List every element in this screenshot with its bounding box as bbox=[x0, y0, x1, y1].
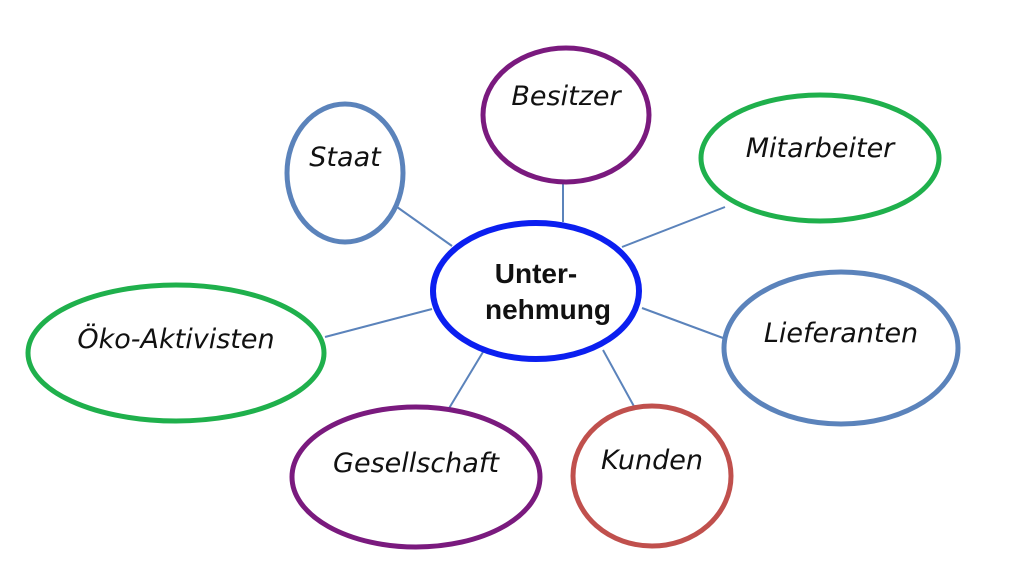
node-unternehmung: Unter- nehmung bbox=[430, 220, 642, 362]
node-lieferanten-label: Lieferanten bbox=[764, 318, 918, 349]
node-staat: Staat bbox=[284, 101, 406, 245]
node-mitarbeiter-label: Mitarbeiter bbox=[746, 133, 896, 164]
node-oeko-aktivisten: Öko-Aktivisten bbox=[25, 282, 327, 424]
node-staat-label: Staat bbox=[309, 142, 382, 173]
node-kunden-label: Kunden bbox=[601, 445, 703, 476]
connector-kunden bbox=[602, 349, 637, 411]
node-oeko-aktivisten-ellipse bbox=[25, 282, 327, 424]
node-kunden: Kunden bbox=[570, 403, 734, 549]
node-besitzer-ellipse bbox=[480, 45, 652, 185]
node-gesellschaft-ellipse bbox=[289, 404, 543, 550]
node-besitzer: Besitzer bbox=[480, 45, 652, 185]
node-gesellschaft-label: Gesellschaft bbox=[333, 448, 500, 479]
node-kunden-ellipse bbox=[570, 403, 734, 549]
connector-mitarbeiter bbox=[621, 206, 726, 248]
node-gesellschaft: Gesellschaft bbox=[289, 404, 543, 550]
connector-staat bbox=[396, 206, 453, 247]
node-unternehmung-ellipse bbox=[430, 220, 642, 362]
node-unternehmung-label-line1: Unter- bbox=[495, 258, 577, 289]
connector-gesellschaft bbox=[447, 351, 484, 411]
node-oeko-aktivisten-label: Öko-Aktivisten bbox=[77, 323, 274, 355]
connectors bbox=[324, 183, 726, 411]
node-lieferanten-ellipse bbox=[721, 269, 961, 427]
node-staat-ellipse bbox=[284, 101, 406, 245]
node-besitzer-label: Besitzer bbox=[511, 81, 622, 112]
connector-oeko bbox=[324, 308, 433, 338]
node-unternehmung-label-line2: nehmung bbox=[485, 294, 611, 325]
node-lieferanten: Lieferanten bbox=[721, 269, 961, 427]
node-mitarbeiter-ellipse bbox=[698, 92, 942, 224]
connector-lieferanten bbox=[641, 307, 724, 339]
node-mitarbeiter: Mitarbeiter bbox=[698, 92, 942, 224]
